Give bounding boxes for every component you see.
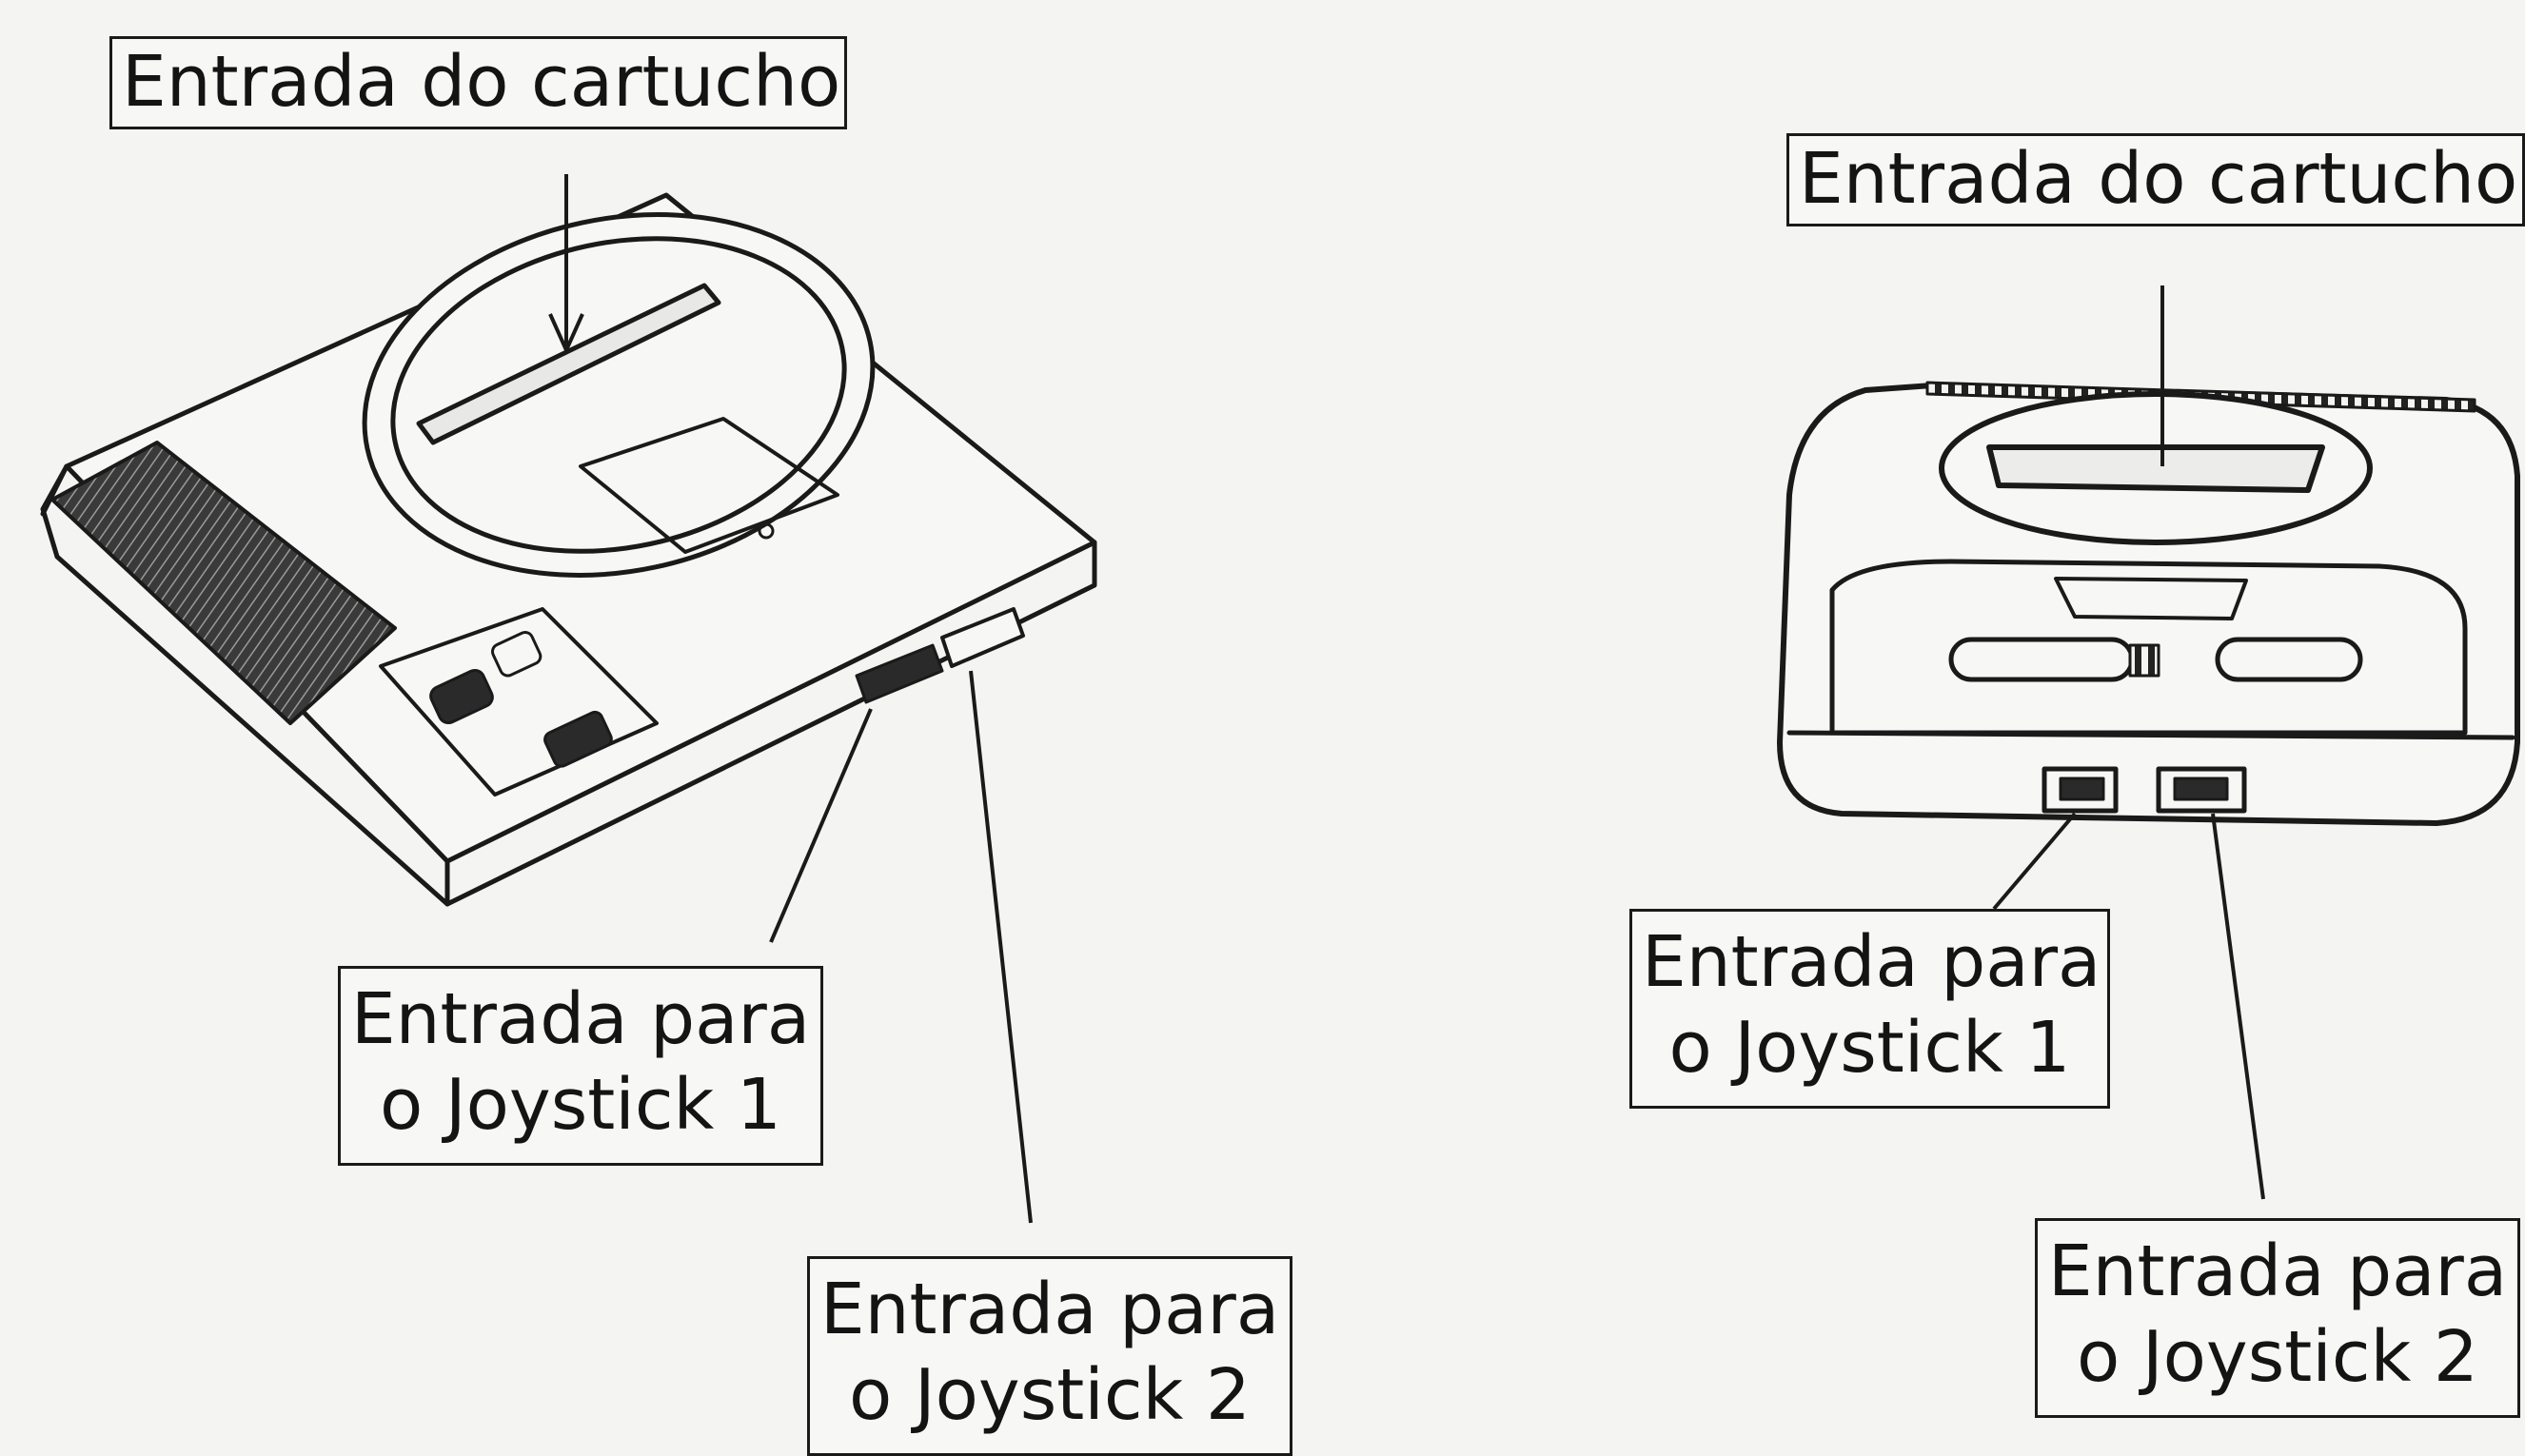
right-cartridge-label-text: Entrada do cartucho xyxy=(1799,138,2518,220)
left-joystick-port-2 xyxy=(940,607,1025,668)
right-joystick1-leader xyxy=(1992,812,2077,911)
right-joystick1-line1: Entrada para xyxy=(1642,921,2101,1003)
right-joystick1-line2: o Joystick 1 xyxy=(1668,1007,2071,1089)
left-cartridge-arrow xyxy=(548,313,584,355)
right-joystick2-line2: o Joystick 2 xyxy=(2077,1316,2478,1398)
left-leader-lines xyxy=(548,174,1033,1224)
left-joystick2-line1: Entrada para xyxy=(819,1269,1280,1350)
left-joystick1-leader xyxy=(769,708,873,943)
left-joystick1-line2: o Joystick 1 xyxy=(380,1064,781,1146)
left-cartridge-label-text: Entrada do cartucho xyxy=(122,41,841,123)
right-cartridge-label: Entrada do cartucho xyxy=(1786,133,2525,226)
left-power-switch xyxy=(429,668,494,725)
right-cartridge-slot xyxy=(1986,444,2325,493)
right-joystick2-leader xyxy=(2211,813,2265,1200)
left-control-panel xyxy=(379,607,659,797)
left-cartridge-ring-inner xyxy=(390,236,847,554)
left-cartridge-ring-outer xyxy=(362,212,876,578)
left-console-drawing xyxy=(40,192,1097,907)
right-leader-lines xyxy=(1992,285,2265,1200)
right-front-slot-right xyxy=(2215,637,2363,682)
left-joystick1-label: Entrada para o Joystick 1 xyxy=(338,966,823,1166)
left-cartridge-slot xyxy=(416,283,721,445)
left-joystick2-label: Entrada para o Joystick 2 xyxy=(807,1256,1292,1456)
left-cartridge-label: Entrada do cartucho xyxy=(109,36,847,129)
right-joystick1-label: Entrada para o Joystick 1 xyxy=(1629,909,2110,1109)
left-reset-button xyxy=(543,710,613,768)
right-joystick2-line1: Entrada para xyxy=(2047,1230,2508,1312)
right-joystick2-label: Entrada para o Joystick 2 xyxy=(2035,1218,2520,1418)
left-joystick2-line2: o Joystick 2 xyxy=(849,1354,1251,1436)
left-joystick-port-1 xyxy=(855,643,944,704)
left-console-front xyxy=(444,540,1097,907)
left-joystick1-line1: Entrada para xyxy=(350,978,811,1060)
left-joystick2-leader xyxy=(969,670,1033,1224)
right-console-front-bezel xyxy=(1829,559,2468,736)
right-console-drawing xyxy=(1777,381,2520,826)
left-console-vent xyxy=(50,441,397,725)
